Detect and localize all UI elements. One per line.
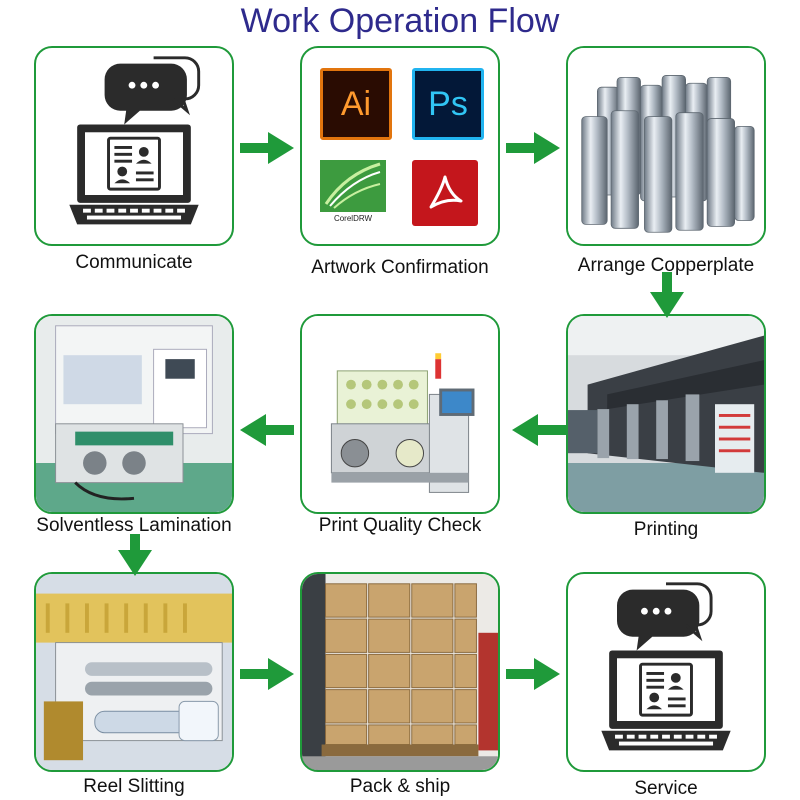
copper-cylinders-photo	[568, 48, 764, 244]
step-label-copperplate: Arrange Copperplate	[577, 255, 755, 276]
step-label-pack: Pack & ship	[349, 776, 451, 797]
step-label-quality: Print Quality Check	[318, 515, 482, 536]
coreldraw-icon: CorelDRW	[320, 160, 386, 226]
illustrator-icon: Ai	[320, 68, 392, 140]
step-pack-card	[300, 572, 500, 772]
arrow-down-icon	[118, 534, 152, 576]
arrow-right-icon	[506, 658, 560, 690]
arrow-left-icon	[240, 414, 294, 446]
boxes-pallet-photo	[302, 574, 498, 770]
slitting-machine-photo	[36, 574, 232, 770]
photoshop-icon: Ps	[412, 68, 484, 140]
step-communicate-card	[34, 46, 234, 246]
step-label-slitting: Reel Slitting	[83, 776, 185, 797]
step-lamination-card	[34, 314, 234, 514]
arrow-down-icon	[650, 272, 684, 318]
lamination-machine-photo	[36, 316, 232, 512]
step-label-service: Service	[634, 778, 698, 799]
page-title: Work Operation Flow	[240, 2, 560, 40]
step-printing-card	[566, 314, 766, 514]
step-slitting-card	[34, 572, 234, 772]
step-label-printing: Printing	[633, 519, 699, 540]
step-label-communicate: Communicate	[75, 252, 193, 273]
chat-laptop-icon	[69, 56, 201, 225]
arrow-right-icon	[506, 132, 560, 164]
step-copperplate-card	[566, 46, 766, 246]
arrow-right-icon	[240, 658, 294, 690]
chat-laptop-icon	[601, 582, 731, 751]
acrobat-logo-shape	[429, 175, 463, 209]
step-label-lamination: Solventless Lamination	[36, 515, 232, 536]
step-label-artwork: Artwork Confirmation	[311, 257, 489, 278]
inspection-machine-photo	[302, 316, 498, 512]
arrow-right-icon	[240, 132, 294, 164]
coreldraw-logo-shape	[320, 160, 386, 212]
arrow-left-icon	[512, 414, 566, 446]
acrobat-icon	[412, 160, 478, 226]
step-service-card	[566, 572, 766, 772]
step-quality-card	[300, 314, 500, 514]
step-artwork-card: Ai Ps CorelDRW	[300, 46, 500, 246]
printing-press-photo	[568, 316, 764, 512]
